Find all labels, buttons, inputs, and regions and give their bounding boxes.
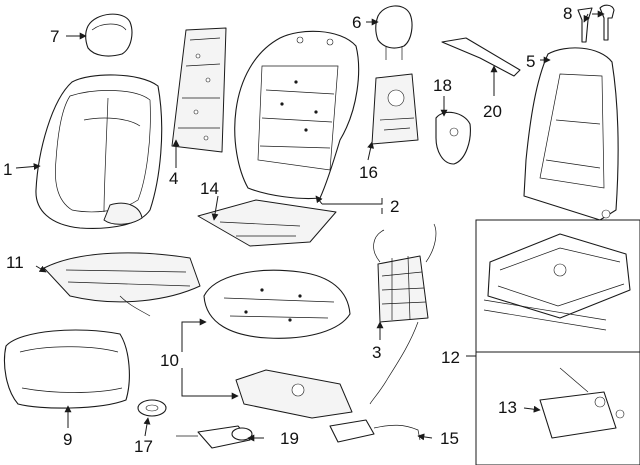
callout-10: 10: [160, 351, 179, 370]
callout-17: 17: [134, 437, 153, 456]
callout-2: 2: [390, 197, 399, 216]
callout-3: 3: [372, 343, 381, 362]
seat-cushion-frame-part[interactable]: [203, 269, 351, 339]
spring-mat-part[interactable]: [373, 223, 437, 323]
bolt-pair-part[interactable]: [577, 4, 615, 43]
callout-numbers: 1 2 3 4 5 6 7 8 9 10 11 12 13 14 15 16 1…: [3, 4, 572, 456]
callout-4: 4: [169, 169, 178, 188]
lumbar-motor-part[interactable]: [435, 111, 471, 165]
upper-rod-part[interactable]: [441, 37, 521, 77]
callout-19: 19: [280, 429, 299, 448]
seatback-cover-part[interactable]: [35, 74, 163, 229]
harness-connector-part[interactable]: [176, 425, 253, 449]
seat-track-part[interactable]: [483, 233, 631, 331]
callout-6: 6: [352, 13, 361, 32]
callout-20: 20: [483, 102, 502, 121]
switch-module-part[interactable]: [329, 419, 421, 443]
callout-13: 13: [498, 398, 517, 417]
callout-1: 1: [3, 160, 12, 179]
seat-motor-part[interactable]: [539, 367, 625, 439]
seatback-frame-upper-part[interactable]: [234, 30, 360, 200]
callout-12: 12: [441, 348, 460, 367]
cushion-cover-part[interactable]: [3, 329, 130, 409]
grommet-part[interactable]: [137, 399, 167, 417]
callout-18: 18: [433, 76, 452, 95]
callout-11: 11: [6, 253, 24, 272]
seat-cushion-pad-part[interactable]: [197, 199, 337, 247]
callout-16: 16: [359, 163, 378, 182]
callout-9: 9: [63, 430, 72, 449]
callout-15: 15: [440, 429, 459, 448]
seat-track-box: [475, 219, 640, 465]
cushion-pan-part[interactable]: [235, 369, 353, 419]
callout-14: 14: [200, 179, 219, 198]
callout-7: 7: [50, 27, 59, 46]
headrest-left-part[interactable]: [85, 13, 133, 57]
headrest-center-part[interactable]: [375, 5, 413, 60]
seatback-frame-right-part[interactable]: [523, 47, 619, 221]
back-panel-part[interactable]: [171, 27, 227, 153]
callout-5: 5: [526, 52, 535, 71]
leader-lines: [15, 10, 605, 442]
heater-mat-part[interactable]: [43, 252, 201, 317]
callout-8: 8: [563, 4, 572, 23]
lumbar-panel-part[interactable]: [371, 73, 419, 145]
wire-harness-part[interactable]: [369, 321, 419, 405]
